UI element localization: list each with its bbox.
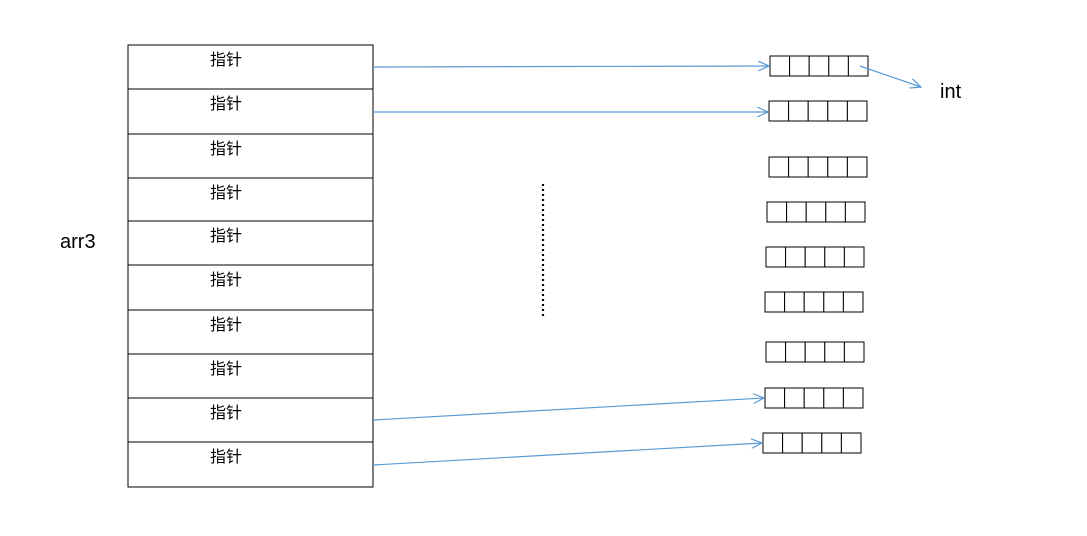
int-cell	[823, 387, 844, 409]
int-array	[762, 432, 862, 454]
int-cell	[844, 201, 866, 223]
pointer-arrow	[372, 398, 764, 421]
int-cell	[788, 156, 809, 178]
int-cell	[808, 55, 830, 77]
int-cell	[843, 341, 865, 363]
int-array	[766, 201, 866, 223]
pointer-cell-label: 指针	[210, 183, 242, 202]
int-cell	[842, 291, 864, 313]
int-arrays	[762, 55, 869, 454]
int-cell	[801, 432, 823, 454]
int-cell	[823, 291, 844, 313]
int-cell	[762, 432, 784, 454]
int-cell	[828, 55, 849, 77]
pointer-cell	[127, 133, 374, 179]
int-cell	[805, 201, 827, 223]
int-cell	[782, 432, 803, 454]
pointer-cell-label: 指针	[210, 226, 242, 245]
pointer-cell	[127, 264, 374, 311]
int-cell	[843, 246, 865, 268]
int-cell	[827, 100, 848, 122]
pointer-cell	[127, 441, 374, 488]
int-cell	[764, 387, 786, 409]
int-array	[768, 156, 868, 178]
int-cell	[847, 55, 869, 77]
int-cell	[824, 341, 845, 363]
int-cell	[789, 55, 810, 77]
int-cell	[821, 432, 842, 454]
pointer-cell	[127, 397, 374, 443]
pointer-cell-label: 指针	[210, 50, 242, 69]
pointer-cell-label: 指针	[210, 139, 242, 158]
pointer-cell	[127, 88, 374, 135]
int-cell	[846, 156, 868, 178]
pointer-arrow	[372, 443, 762, 466]
int-cell	[804, 246, 826, 268]
int-cell	[768, 100, 790, 122]
int-cell	[764, 291, 786, 313]
pointer-cell-label: 指针	[210, 447, 242, 466]
int-cell	[766, 201, 788, 223]
pointer-cell-label: 指针	[210, 315, 242, 334]
pointer-cell	[127, 177, 374, 222]
int-cell	[765, 246, 787, 268]
int-cell	[825, 201, 846, 223]
pointer-cell-label: 指针	[210, 270, 242, 289]
int-array	[765, 246, 865, 268]
int-cell	[768, 156, 790, 178]
pointer-cell-label: 指针	[210, 94, 242, 113]
int-cell	[807, 100, 829, 122]
int-cell	[784, 387, 805, 409]
int-cell	[765, 341, 787, 363]
pointer-arrow	[372, 66, 769, 67]
pointer-cell-label: 指针	[210, 359, 242, 378]
int-cell	[827, 156, 848, 178]
pointer-cell-label: 指针	[210, 403, 242, 422]
int-array	[764, 291, 864, 313]
int-cell	[803, 387, 825, 409]
int-cell	[846, 100, 868, 122]
int-array	[769, 55, 869, 77]
arrows	[372, 65, 921, 466]
arr3-label: arr3	[60, 231, 96, 253]
int-cell	[804, 341, 826, 363]
int-array	[765, 341, 865, 363]
int-cell	[824, 246, 845, 268]
int-cell	[842, 387, 864, 409]
int-label: int	[940, 81, 962, 103]
int-cell	[807, 156, 829, 178]
int-cell	[785, 341, 806, 363]
int-cell	[785, 246, 806, 268]
int-pointer-arrow	[859, 65, 921, 87]
pointer-cell	[127, 220, 374, 266]
int-cell	[788, 100, 809, 122]
pointer-cell	[127, 309, 374, 355]
pointer-cell	[127, 44, 374, 90]
int-cell	[840, 432, 862, 454]
int-cell	[803, 291, 825, 313]
pointer-cell	[127, 353, 374, 399]
int-cell	[784, 291, 805, 313]
int-cell	[769, 55, 791, 77]
int-array	[764, 387, 864, 409]
int-cell	[786, 201, 807, 223]
int-array	[768, 100, 868, 122]
